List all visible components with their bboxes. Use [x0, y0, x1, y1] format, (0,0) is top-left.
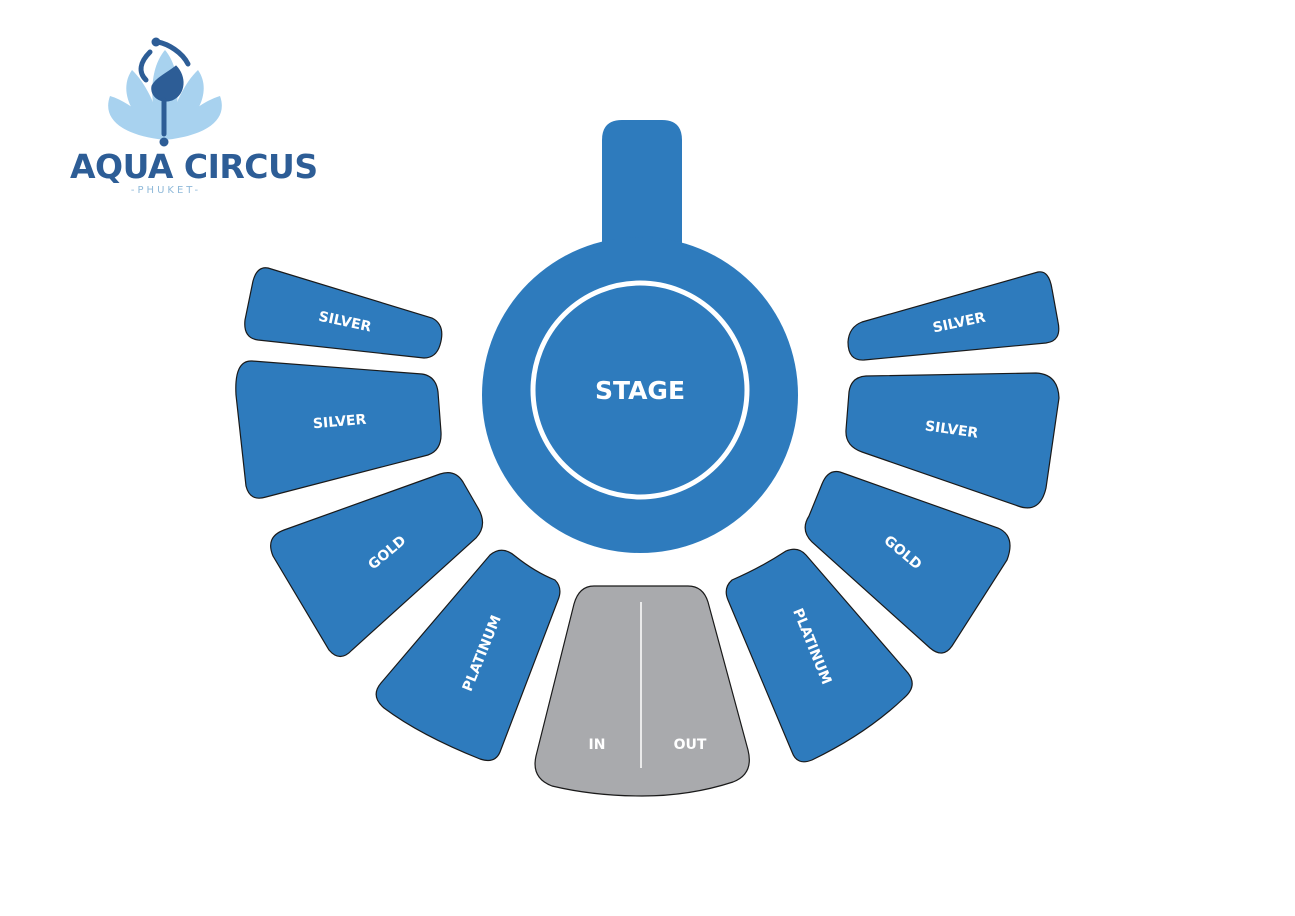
entrance-out-label[interactable]: OUT — [674, 737, 707, 753]
zone-silver-right-upper[interactable]: SILVER — [847, 271, 1060, 361]
stage[interactable]: STAGE — [482, 120, 798, 553]
zone-silver-right-lower[interactable]: SILVER — [845, 372, 1060, 509]
logo-subtitle: -PHUKET- — [130, 185, 202, 196]
entrance-in-label[interactable]: IN — [589, 737, 606, 753]
zone-silver-left-lower[interactable]: SILVER — [235, 360, 442, 499]
zone-gold-left[interactable]: GOLD — [270, 472, 484, 658]
zone-label-silver-left-lower: SILVER — [312, 412, 367, 433]
stage-inner-ring — [530, 280, 750, 500]
zone-label-silver-right-lower: SILVER — [924, 418, 979, 441]
zone-platinum-right[interactable]: PLATINUM — [725, 548, 913, 763]
zone-platinum-left[interactable]: PLATINUM — [375, 549, 561, 762]
stage-label: STAGE — [595, 376, 685, 405]
stage-runway — [602, 120, 682, 250]
entrance[interactable]: IN OUT — [534, 585, 750, 797]
zone-gold-right[interactable]: GOLD — [804, 470, 1011, 654]
acrobat-icon — [138, 37, 191, 147]
zone-silver-left-upper[interactable]: SILVER — [244, 267, 443, 359]
